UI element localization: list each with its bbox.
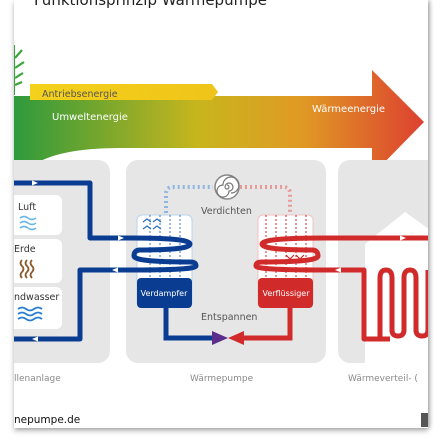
evaporator-label: Verdampfer (141, 289, 189, 298)
energy-flow-arrow (14, 70, 424, 200)
heatpump-section-label: Wärmepumpe (190, 374, 254, 384)
heating-loop-pipes (324, 235, 428, 342)
footer-marker (421, 413, 428, 427)
heat-pump-diagram: Antriebsenergie Umweltenergie Wärmeenerg… (14, 45, 428, 384)
air-tile (14, 195, 62, 235)
heat-energy-label: Wärmeenergie (312, 104, 385, 115)
condenser-label: Verflüssiger (262, 289, 310, 298)
distribution-section-label: Wärmeverteil- ( (348, 374, 418, 384)
air-waves-icon (19, 215, 37, 231)
air-label: Luft (18, 202, 36, 213)
water-waves-icon (17, 306, 43, 322)
refrigerant-circuit (163, 185, 293, 341)
drive-energy-label: Antriebsenergie (42, 89, 118, 100)
environment-energy-label: Umweltenergie (52, 112, 128, 123)
evaporator: Verdampfer (131, 214, 199, 308)
expansion-valve-icon (212, 331, 244, 345)
heatpump-panel (126, 160, 326, 363)
earth-waves-icon (19, 259, 35, 279)
earth-label: Erde (14, 244, 36, 255)
compressor-icon (214, 174, 240, 200)
diagram-card: Funktionsprinzip Wärmepumpe (14, 0, 428, 428)
groundwater-label: ndwasser (14, 292, 59, 303)
condenser: Verflüssiger (253, 214, 325, 308)
source-loop-pipes (14, 180, 132, 342)
source-section-label: llenanlage (14, 374, 61, 384)
expand-label: Entspannen (201, 312, 257, 323)
footer-bar (14, 412, 428, 428)
compress-label: Verdichten (201, 206, 252, 217)
footer-url[interactable]: nepumpe.de (14, 414, 81, 426)
plant-icon (14, 45, 25, 95)
drive-energy-band (30, 84, 218, 100)
page-title: Funktionsprinzip Wärmepumpe (34, 0, 267, 9)
